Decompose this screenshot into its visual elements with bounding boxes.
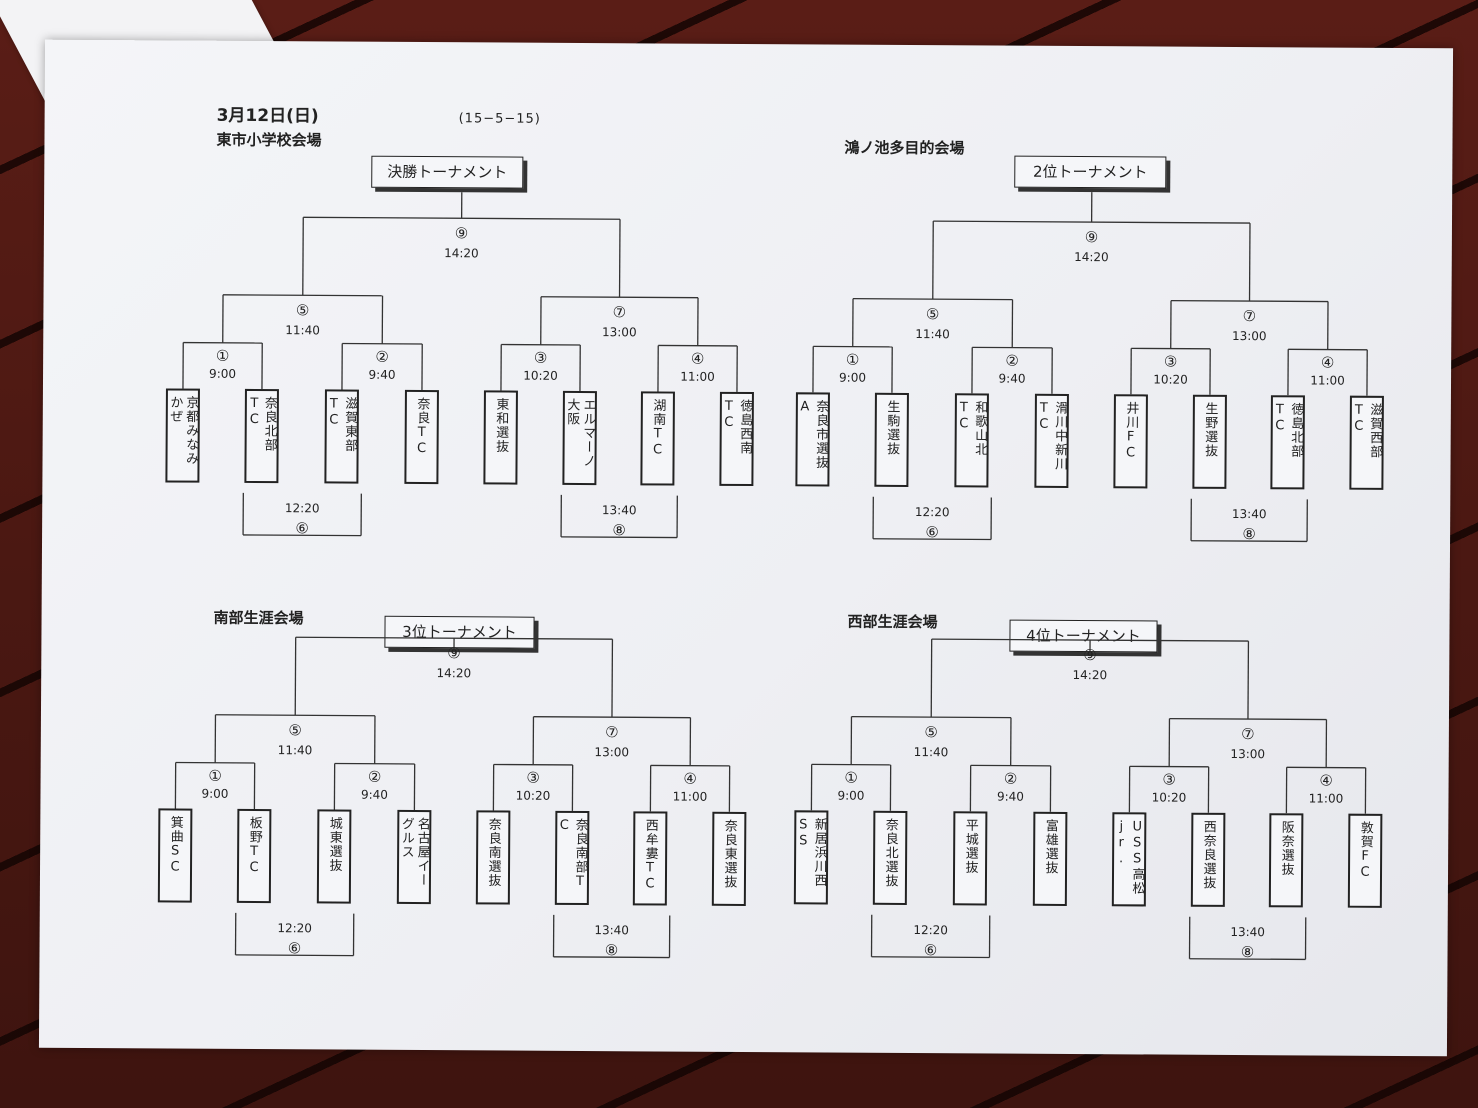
match-number: ③ (1162, 770, 1176, 789)
bracket-line (223, 294, 383, 297)
team-name: 平城選抜 (962, 818, 978, 875)
match-number: ⑤ (924, 723, 938, 742)
bracket-line (1191, 540, 1308, 543)
team-box: 平城選抜 (952, 811, 988, 906)
match-time: 13:40 (1230, 924, 1266, 940)
match-time: 13:00 (1230, 746, 1266, 762)
team-name: 奈良北選抜 (882, 817, 898, 888)
bracket-line (561, 536, 678, 539)
match-number: ① (844, 768, 858, 787)
team-name: jr. (1113, 819, 1129, 868)
team-name: 敦賀FC (1357, 820, 1373, 881)
bracket-line (1171, 299, 1329, 303)
team-name: USS高松 (1129, 819, 1145, 896)
team-name: 富雄選抜 (1042, 818, 1058, 875)
match-number: ④ (1319, 771, 1333, 790)
bracket-line (553, 956, 670, 959)
team-box: 奈良北選抜 (872, 810, 908, 905)
team-name: 阪奈選抜 (1278, 820, 1294, 877)
team-box: 富雄選抜 (1032, 811, 1068, 906)
bracket-lines (174, 636, 731, 959)
team-box: 敦賀FC (1347, 813, 1383, 908)
team-box: 阪奈選抜 (1268, 813, 1304, 908)
bracket-line (871, 956, 990, 959)
match-time: 11:00 (1308, 791, 1344, 806)
team-box: 西奈良選抜 (1190, 812, 1226, 907)
bracket-lines (182, 192, 738, 539)
team-name: SS (795, 817, 811, 850)
bracket-lines (812, 192, 1368, 543)
match-number: ⑧ (1240, 943, 1255, 962)
match-number: ⑦ (1241, 725, 1255, 744)
match-number: ⑥ (923, 941, 938, 960)
match-time: 9:00 (837, 788, 865, 803)
bracket-line (235, 954, 354, 957)
match-time: 11:40 (913, 745, 949, 760)
match-time: 12:20 (913, 923, 949, 938)
bracket-line (873, 538, 992, 541)
bracket-line (243, 534, 362, 537)
bracket-line (1189, 958, 1306, 961)
match-time: 9:40 (996, 789, 1025, 804)
bracket-lines (810, 638, 1367, 961)
match-number: ② (1003, 769, 1018, 788)
match-time: 14:20 (1072, 667, 1108, 683)
team-name: 新居浜川西 (811, 817, 827, 888)
match-number: ⑨ (1083, 646, 1097, 665)
match-time: 10:20 (1151, 790, 1187, 805)
team-name: 西奈良選抜 (1200, 819, 1216, 890)
